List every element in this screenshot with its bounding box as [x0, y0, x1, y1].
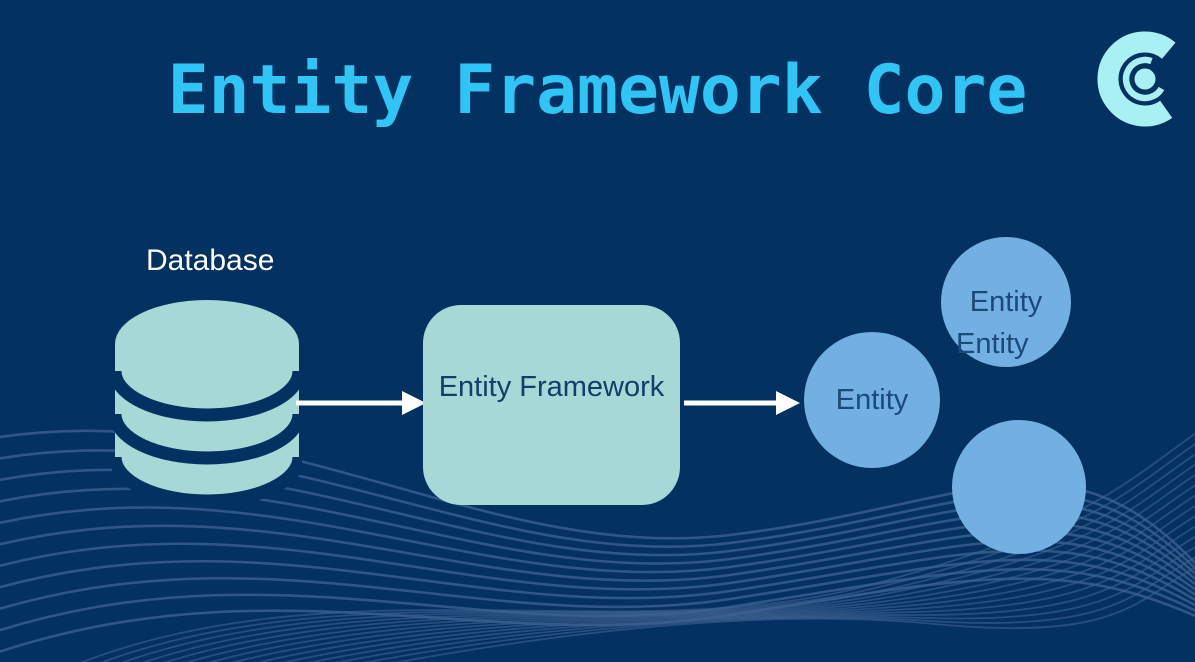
- entity-label: Entity: [835, 383, 909, 416]
- entity-circle-left: Entity: [804, 332, 940, 468]
- arrow-framework-to-entity-icon: [684, 391, 800, 415]
- entity-circle-bottom-right: [952, 420, 1086, 554]
- c-logo-icon: [1097, 31, 1176, 127]
- database-label: Database: [146, 244, 275, 277]
- entity-framework-label: Entity Framework: [438, 371, 665, 403]
- page-title: Entity Framework Core: [167, 51, 1028, 130]
- entity-label-overflow: Entity: [956, 328, 1029, 360]
- entity-label: Entity: [969, 285, 1043, 318]
- entity-framework-box: Entity Framework: [423, 305, 680, 505]
- arrow-db-to-framework-icon: [296, 391, 426, 415]
- database-icon: [112, 300, 302, 503]
- entity-circle-top-right: Entity: [941, 237, 1071, 367]
